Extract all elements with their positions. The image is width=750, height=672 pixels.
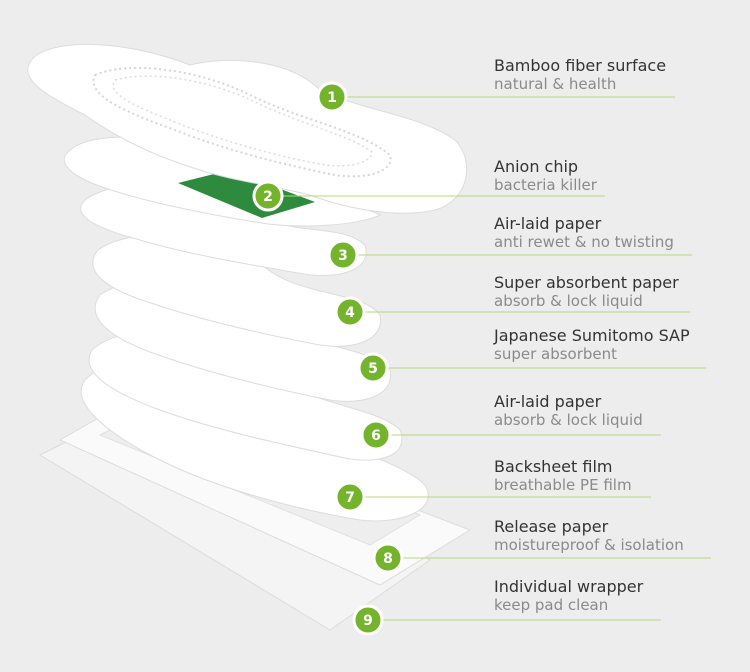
svg-text:8: 8 <box>383 551 393 567</box>
layer-title: Release paper <box>494 517 609 536</box>
layer-subtitle: keep pad clean <box>494 596 609 615</box>
label-layer-8: Release paper moistureproof & isolation <box>494 517 684 554</box>
layer-subtitle: absorb & lock liquid <box>494 411 643 430</box>
svg-text:4: 4 <box>345 305 355 321</box>
label-layer-9: Individual wrapper keep pad clean <box>494 577 643 614</box>
layer-1-surface <box>27 43 468 214</box>
badge-2: 2 <box>252 180 284 212</box>
layer-title: Backsheet film <box>494 457 613 476</box>
layer-subtitle: anti rewet & no twisting <box>494 233 674 252</box>
label-layer-6: Air-laid paper absorb & lock liquid <box>494 392 643 429</box>
label-layer-2: Anion chip bacteria killer <box>494 157 597 194</box>
layer-title: Super absorbent paper <box>494 273 679 292</box>
layer-subtitle: natural & health <box>494 75 617 94</box>
badge-4: 4 <box>334 296 366 328</box>
layer-subtitle: bacteria killer <box>494 176 597 195</box>
label-layer-5: Japanese Sumitomo SAP super absorbent <box>494 326 690 363</box>
svg-text:7: 7 <box>345 490 355 506</box>
label-layer-4: Super absorbent paper absorb & lock liqu… <box>494 273 679 310</box>
svg-text:9: 9 <box>363 613 373 629</box>
badge-8: 8 <box>372 542 404 574</box>
badge-7: 7 <box>334 481 366 513</box>
layer-title: Air-laid paper <box>494 392 602 411</box>
surface-embossed-pattern-inner <box>112 75 373 167</box>
layer-title: Japanese Sumitomo SAP <box>494 326 690 345</box>
svg-text:5: 5 <box>368 361 378 377</box>
surface-embossed-pattern <box>92 66 392 178</box>
layer-subtitle: super absorbent <box>494 345 618 364</box>
layer-subtitle: breathable PE film <box>494 476 632 495</box>
layer-subtitle: moistureproof & isolation <box>494 536 684 555</box>
badge-9: 9 <box>352 604 384 636</box>
label-layer-7: Backsheet film breathable PE film <box>494 457 632 494</box>
svg-text:1: 1 <box>327 90 337 106</box>
layer-title: Bamboo fiber surface <box>494 56 667 75</box>
layer-subtitle: absorb & lock liquid <box>494 292 643 311</box>
layer-title: Anion chip <box>494 157 579 176</box>
badge-3: 3 <box>327 239 359 271</box>
label-layer-3: Air-laid paper anti rewet & no twisting <box>494 214 674 251</box>
layer-title: Air-laid paper <box>494 214 602 233</box>
badge-6: 6 <box>360 419 392 451</box>
badge-1: 1 <box>316 81 348 113</box>
layer-title: Individual wrapper <box>494 577 644 596</box>
svg-text:3: 3 <box>338 248 348 264</box>
svg-text:6: 6 <box>371 428 381 444</box>
anion-chip <box>178 170 315 218</box>
label-layer-1: Bamboo fiber surface natural & health <box>494 56 666 93</box>
badge-5: 5 <box>357 352 389 384</box>
svg-text:2: 2 <box>263 189 273 205</box>
